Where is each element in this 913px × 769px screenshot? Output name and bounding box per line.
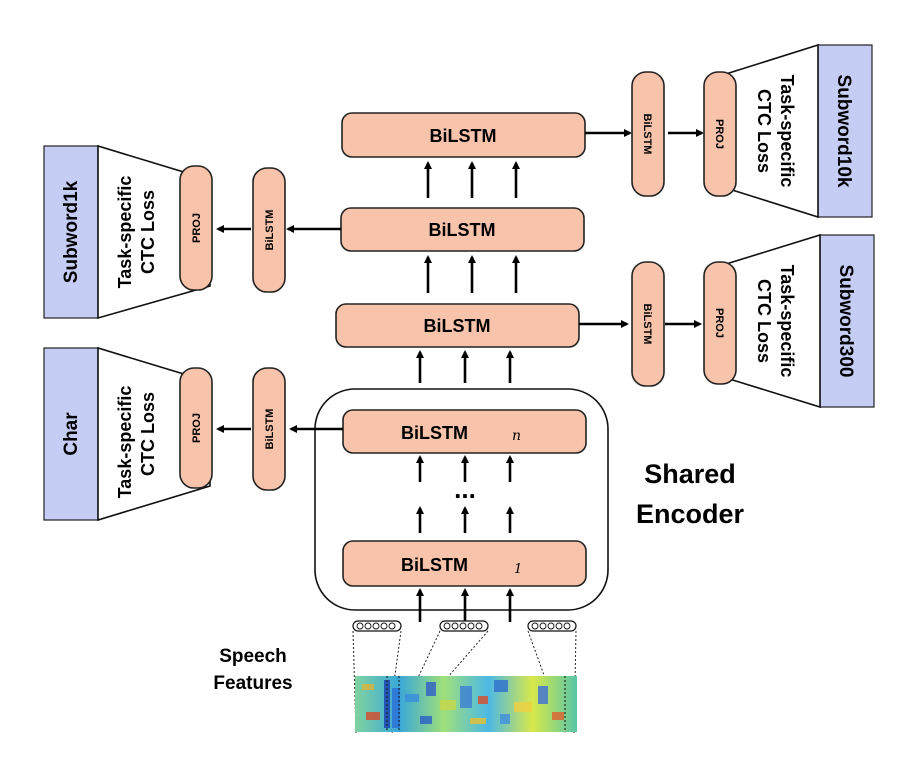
- char-proj-label: PROJ: [191, 413, 203, 443]
- upper-bilstm-1: [335, 303, 580, 348]
- shared-encoder-container: [314, 388, 609, 611]
- subword10k-target-label: Subword10k: [833, 75, 854, 188]
- subword300-bilstm-label: BiLSTM: [641, 304, 653, 345]
- encoder-bilstm-n: [342, 409, 587, 454]
- upper-bilstm-3-label: BiLSTM: [430, 126, 497, 146]
- feature-frame-vectors: [352, 620, 577, 632]
- subword300-target-label: Subword300: [835, 265, 856, 378]
- upper-bilstm-1-label: BiLSTM: [424, 316, 491, 336]
- subword10k-loss-line1: Task-specific: [777, 75, 797, 188]
- shared-encoder-label-line1: Shared: [644, 459, 736, 489]
- subword300-loss-line2: CTC Loss: [754, 279, 774, 363]
- encoder-bilstm-1-label: BiLSTM: [401, 555, 468, 575]
- vertical-arrows: [416, 161, 520, 622]
- speech-spectrogram: [355, 676, 577, 732]
- encoder-bilstm-n-label: BiLSTM: [401, 423, 468, 443]
- subword10k-bilstm-label: BiLSTM: [641, 114, 653, 155]
- upper-bilstm-3: [341, 112, 586, 158]
- char-loss-line2: CTC Loss: [138, 392, 158, 476]
- subword10k-proj-label: PROJ: [713, 119, 725, 149]
- subword10k-proj: [703, 71, 737, 197]
- upper-bilstm-2-label: BiLSTM: [429, 220, 496, 240]
- char-target-label: Char: [61, 412, 82, 456]
- subword10k-loss-line2: CTC Loss: [754, 89, 774, 173]
- speech-features-label-line2: Features: [213, 673, 292, 694]
- char-loss-line1: Task-specific: [115, 386, 135, 499]
- subword10k-target-box: [817, 44, 873, 218]
- subword300-loss-line1: Task-specific: [777, 265, 797, 378]
- subword1k-bilstm: [252, 167, 286, 293]
- shared-encoder-label-line2: Encoder: [636, 499, 745, 529]
- speech-features-label-line1: Speech: [219, 646, 287, 667]
- subword1k-bilstm-label: BiLSTM: [264, 210, 276, 251]
- encoder-bilstm-n-index: n: [512, 428, 521, 444]
- subword1k-target-label: Subword1k: [61, 180, 82, 283]
- char-proj: [179, 367, 213, 489]
- subword300-target-box: [819, 234, 875, 408]
- char-bilstm: [252, 367, 286, 491]
- subword300-proj: [703, 261, 737, 385]
- subword1k-proj: [179, 165, 213, 291]
- subword10k-bilstm: [631, 71, 665, 197]
- char-bilstm-label: BiLSTM: [264, 409, 276, 450]
- encoder-ellipsis: ...: [454, 474, 476, 504]
- subword1k-proj-label: PROJ: [191, 213, 203, 243]
- subword1k-loss-line1: Task-specific: [115, 176, 135, 289]
- subword300-proj-label: PROJ: [713, 308, 725, 338]
- encoder-bilstm-1: [342, 540, 587, 587]
- subword300-bilstm: [631, 261, 665, 387]
- encoder-bilstm-1-index: 1: [514, 562, 522, 577]
- subword1k-loss-line2: CTC Loss: [138, 190, 158, 274]
- subword1k-target-box: [43, 145, 99, 319]
